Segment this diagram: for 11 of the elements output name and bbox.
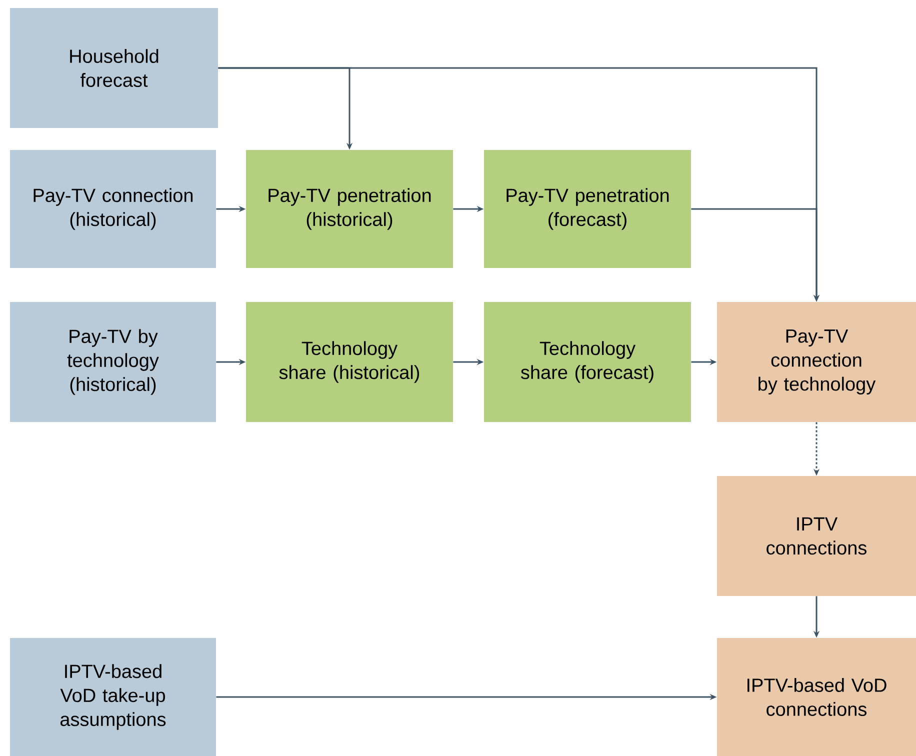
input-box: Pay-TV by technology (historical) bbox=[10, 302, 216, 422]
input-box: IPTV-based VoD take-up assumptions bbox=[10, 638, 216, 756]
output-box: IPTV-based VoD connections bbox=[717, 638, 916, 756]
calculation-box: Pay-TV penetration (historical) bbox=[246, 150, 453, 268]
input-box: Pay-TV connection (historical) bbox=[10, 150, 216, 268]
output-box: IPTV connections bbox=[717, 476, 916, 596]
calculation-box: Pay-TV penetration (forecast) bbox=[484, 150, 691, 268]
calculation-box: Technology share (forecast) bbox=[484, 302, 691, 422]
calculation-box: Technology share (historical) bbox=[246, 302, 453, 422]
output-box: Pay-TV connection by technology bbox=[717, 302, 916, 422]
input-box: Household forecast bbox=[10, 8, 218, 128]
